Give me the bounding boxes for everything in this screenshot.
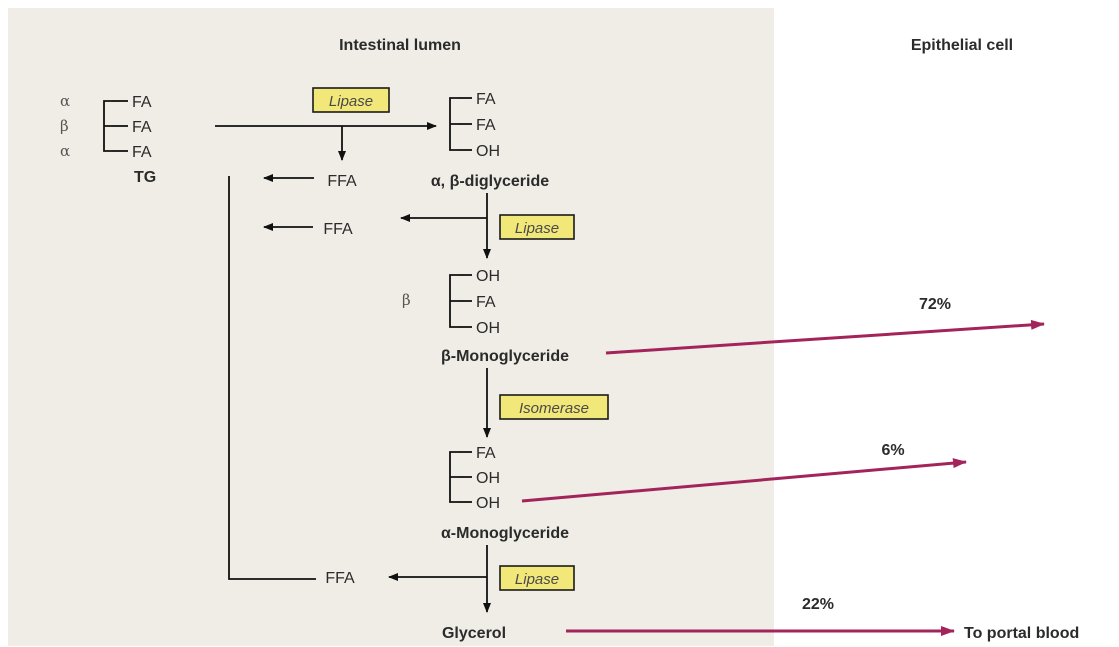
lumen-label: Intestinal lumen — [339, 37, 461, 54]
portal-blood-label: To portal blood — [964, 625, 1079, 642]
bmg-group-1: OH — [476, 268, 500, 285]
dg-group-1: FA — [476, 91, 496, 108]
bmg-bracket — [449, 274, 458, 328]
glycerol-absorption-pct: 22% — [802, 596, 834, 613]
bmg-position-beta: β — [402, 291, 411, 309]
epithelial-cell-label: Epithelial cell — [911, 37, 1013, 54]
bmg-name: β-Monoglyceride — [441, 348, 569, 365]
bmg-absorption-pct: 72% — [919, 296, 951, 313]
ffa-collecting-line — [228, 176, 316, 580]
lipase-box-3 — [499, 565, 575, 591]
beta-monoglyceride: β OH FA OH β-Monoglyceride — [402, 268, 569, 365]
amg-absorption-arrow — [521, 458, 967, 503]
dg-bracket — [449, 97, 458, 151]
intestinal-lumen-region — [8, 8, 774, 646]
tg-bracket — [103, 100, 112, 152]
lipase-label-1: Lipase — [329, 93, 373, 110]
isomerase-box — [499, 394, 609, 420]
bmg-group-2: FA — [476, 294, 496, 311]
tg-group-1: FA — [132, 94, 152, 111]
alpha-monoglyceride: FA OH OH α-Monoglyceride — [441, 445, 569, 542]
lipase-label-3: Lipase — [515, 571, 559, 588]
glycerol-name: Glycerol — [442, 625, 506, 642]
ffa-label-1: FFA — [327, 173, 357, 190]
tg-group-3: FA — [132, 144, 152, 161]
bmg-group-3: OH — [476, 320, 500, 337]
tg-position-alpha-1: α — [60, 92, 70, 110]
tg-group-2: FA — [132, 119, 152, 136]
ffa-label-3: FFA — [325, 570, 355, 587]
tg-position-alpha-2: α — [60, 142, 70, 160]
diglyceride: FA FA OH α, β-diglyceride — [431, 91, 549, 190]
amg-group-2: OH — [476, 470, 500, 487]
amg-bracket — [449, 451, 458, 503]
lipase-box-1 — [312, 87, 390, 113]
lipase-label-2: Lipase — [515, 220, 559, 237]
bmg-absorption-arrow — [605, 319, 1045, 355]
amg-name: α-Monoglyceride — [441, 525, 569, 542]
amg-group-1: FA — [476, 445, 496, 462]
lipase-box-2 — [499, 214, 575, 240]
tg-name: TG — [134, 169, 156, 186]
dg-group-3: OH — [476, 143, 500, 160]
tg-position-beta: β — [60, 117, 69, 135]
dg-name: α, β-diglyceride — [431, 173, 549, 190]
dg-group-2: FA — [476, 117, 496, 134]
triglyceride: α β α FA FA FA TG — [60, 92, 156, 186]
amg-absorption-pct: 6% — [881, 442, 904, 459]
amg-group-3: OH — [476, 495, 500, 512]
ffa-label-2: FFA — [323, 221, 353, 238]
isomerase-label: Isomerase — [519, 400, 589, 417]
